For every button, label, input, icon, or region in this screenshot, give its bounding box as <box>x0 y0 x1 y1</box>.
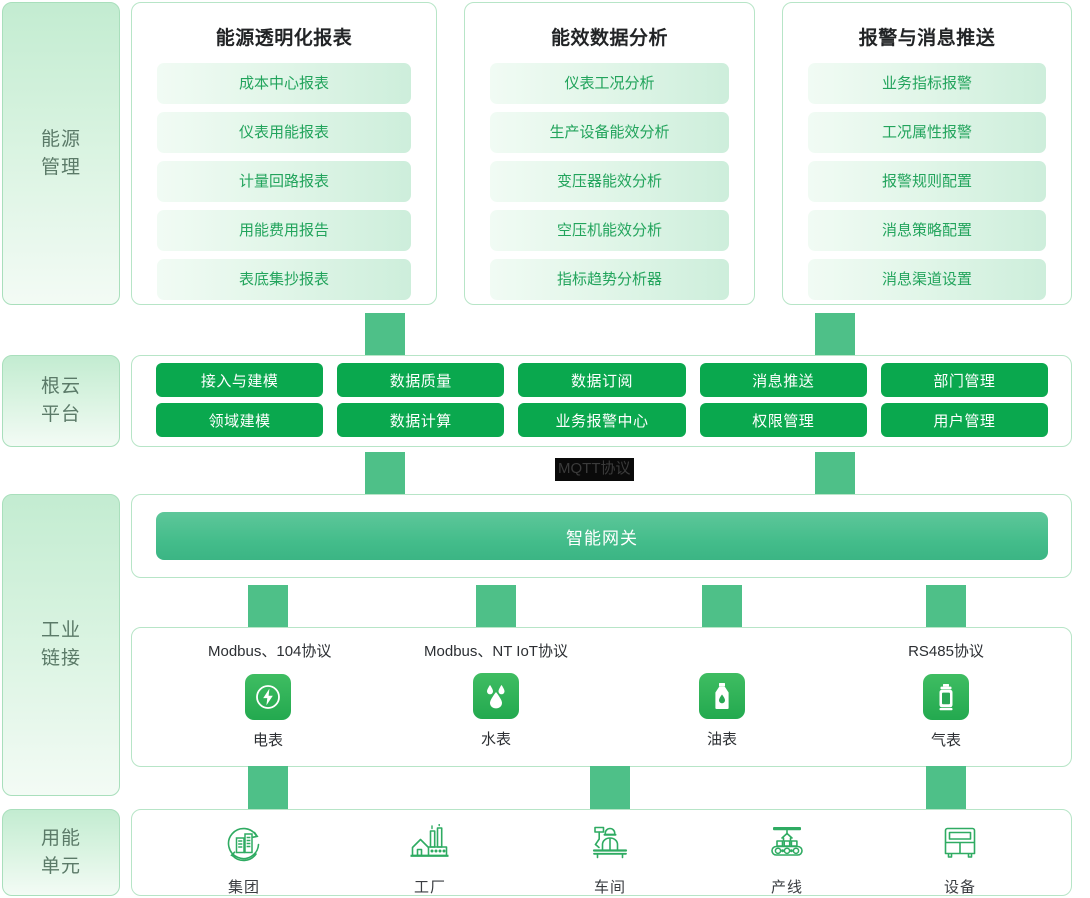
card-item[interactable]: 仪表用能报表 <box>157 112 411 153</box>
rail-genyun-platform: 根云 平台 <box>2 355 120 447</box>
gateway-label: 智能网关 <box>566 528 638 548</box>
unit-production-line: 产线 <box>727 821 847 897</box>
platform-button-department-management[interactable]: 部门管理 <box>880 363 1048 397</box>
units-panel <box>131 809 1072 896</box>
unit-workshop: 车间 <box>550 821 670 897</box>
factory-icon <box>370 821 490 867</box>
card-item[interactable]: 报警规则配置 <box>808 161 1046 202</box>
rail-label-line2: 单元 <box>40 855 81 877</box>
card-item[interactable]: 用能费用报告 <box>157 210 411 251</box>
connector-meters-to-units <box>926 766 966 809</box>
unit-label: 设备 <box>943 879 976 896</box>
rail-energy-management: 能源 管理 <box>2 2 120 305</box>
meter-label: 油表 <box>706 731 737 748</box>
card-item[interactable]: 变压器能效分析 <box>490 161 729 202</box>
card-alarm-and-message-push: 报警与消息推送 业务指标报警 工况属性报警 报警规则配置 消息策略配置 消息渠道… <box>782 2 1072 305</box>
meter-label: 气表 <box>930 732 961 749</box>
production-line-icon <box>727 821 847 867</box>
gateway-bar[interactable]: 智能网关 <box>156 512 1048 560</box>
meter-label: 电表 <box>252 732 283 749</box>
card-energy-efficiency-analysis: 能效数据分析 仪表工况分析 生产设备能效分析 变压器能效分析 空压机能效分析 指… <box>464 2 755 305</box>
connector-gateway-to-meter <box>248 585 288 628</box>
platform-button-access-modeling[interactable]: 接入与建模 <box>156 363 324 397</box>
connector-platform-to-gateway <box>815 452 855 495</box>
gas-meter-icon <box>923 674 969 720</box>
card-energy-transparency-reports: 能源透明化报表 成本中心报表 仪表用能报表 计量回路报表 用能费用报告 表底集抄… <box>131 2 437 305</box>
mqtt-protocol-label: MQTT协议 <box>555 458 634 481</box>
connector-meters-to-units <box>248 766 288 809</box>
rail-label-line1: 工业 <box>40 620 81 642</box>
card-item[interactable]: 指标趋势分析器 <box>490 259 729 300</box>
rail-industrial-connection: 工业 链接 <box>2 494 120 796</box>
card-item[interactable]: 计量回路报表 <box>157 161 411 202</box>
platform-button-data-computation[interactable]: 数据计算 <box>337 403 505 437</box>
unit-group: 集团 <box>184 821 304 897</box>
platform-button-business-alarm-center[interactable]: 业务报警中心 <box>518 403 686 437</box>
rail-label-line1: 能源 <box>40 128 81 150</box>
unit-label: 车间 <box>593 879 626 896</box>
connector-meters-to-units <box>590 766 630 809</box>
card-item[interactable]: 工况属性报警 <box>808 112 1046 153</box>
workshop-icon <box>550 821 670 867</box>
meter-protocol-label: RS485协议 <box>908 643 984 660</box>
connector-cards-to-platform <box>365 313 405 356</box>
unit-label: 集团 <box>227 879 260 896</box>
platform-button-domain-modeling[interactable]: 领域建模 <box>156 403 324 437</box>
unit-label: 产线 <box>770 879 803 896</box>
unit-equipment: 设备 <box>900 821 1020 897</box>
water-meter-icon <box>473 673 519 719</box>
connector-gateway-to-meter <box>702 585 742 628</box>
connector-platform-to-gateway <box>365 452 405 495</box>
connector-gateway-to-meter <box>926 585 966 628</box>
connector-cards-to-platform <box>815 313 855 356</box>
card-title: 能源透明化报表 <box>215 28 353 49</box>
card-item[interactable]: 生产设备能效分析 <box>490 112 729 153</box>
platform-button-data-subscription[interactable]: 数据订阅 <box>518 363 686 397</box>
meter-label: 水表 <box>480 731 511 748</box>
platform-button-user-management[interactable]: 用户管理 <box>880 403 1048 437</box>
unit-factory: 工厂 <box>370 821 490 897</box>
meter-electricity: Modbus、104协议 电表 <box>208 640 332 750</box>
rail-label-line2: 平台 <box>40 404 81 425</box>
meter-water: Modbus、NT IoT协议 水表 <box>424 640 568 749</box>
platform-button-grid: 接入与建模 数据质量 数据订阅 消息推送 部门管理 领域建模 数据计算 业务报警… <box>156 363 1048 437</box>
rail-label-line1: 根云 <box>40 376 81 398</box>
unit-label: 工厂 <box>413 879 446 896</box>
meter-gas: RS485协议 气表 <box>886 640 1006 750</box>
equipment-icon <box>900 821 1020 867</box>
card-title: 能效数据分析 <box>550 28 668 49</box>
card-item[interactable]: 消息策略配置 <box>808 210 1046 251</box>
rail-label-line2: 链接 <box>40 648 81 669</box>
connector-gateway-to-meter <box>476 585 516 628</box>
card-item[interactable]: 业务指标报警 <box>808 63 1046 104</box>
card-title: 报警与消息推送 <box>858 28 996 49</box>
electricity-meter-icon <box>245 674 291 720</box>
platform-button-data-quality[interactable]: 数据质量 <box>337 363 505 397</box>
card-item[interactable]: 成本中心报表 <box>157 63 411 104</box>
rail-label-line2: 管理 <box>40 156 81 178</box>
meter-oil: 油表 <box>662 673 782 749</box>
card-item[interactable]: 空压机能效分析 <box>490 210 729 251</box>
card-item[interactable]: 仪表工况分析 <box>490 63 729 104</box>
platform-button-message-push[interactable]: 消息推送 <box>699 363 867 397</box>
meter-protocol-label: Modbus、NT IoT协议 <box>424 643 568 660</box>
oil-meter-icon <box>699 673 745 719</box>
group-icon <box>184 821 304 867</box>
rail-label-line1: 用能 <box>40 827 81 849</box>
card-item[interactable]: 表底集抄报表 <box>157 259 411 300</box>
meter-protocol-label: Modbus、104协议 <box>208 643 332 660</box>
platform-button-permission-management[interactable]: 权限管理 <box>699 403 867 437</box>
rail-energy-unit: 用能 单元 <box>2 809 120 896</box>
card-item[interactable]: 消息渠道设置 <box>808 259 1046 300</box>
